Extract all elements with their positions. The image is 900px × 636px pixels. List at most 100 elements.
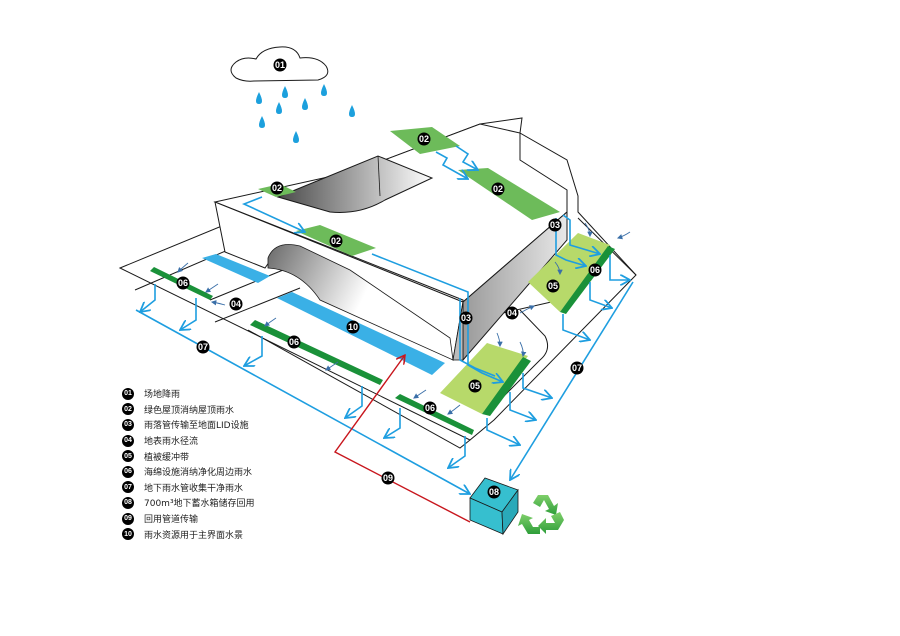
- driveway-curve: [489, 309, 549, 411]
- branch-pipe: [562, 314, 590, 340]
- runoff-arrow: [584, 222, 593, 238]
- svg-text:09: 09: [383, 473, 393, 483]
- svg-text:03: 03: [461, 313, 471, 323]
- downpipe: [562, 214, 600, 254]
- raindrop-icon: [256, 92, 262, 104]
- badge-08: 08: [487, 485, 501, 499]
- courtyard: [276, 155, 434, 213]
- badge-02: 02: [329, 234, 343, 248]
- legend-number: 06: [122, 465, 134, 478]
- legend-item: 09 回用管道传输: [122, 511, 255, 527]
- badge-05: 05: [546, 279, 560, 293]
- svg-text:08: 08: [489, 487, 499, 497]
- runoff-arrow: [554, 261, 563, 276]
- badge-06: 06: [423, 401, 437, 415]
- runoff-arrow: [264, 317, 277, 327]
- roof-transfer-pipe: [455, 145, 478, 170]
- main-collector: [135, 309, 470, 494]
- legend-number: 01: [122, 387, 134, 400]
- sponge-strip: [250, 320, 383, 385]
- legend-label: 地表雨水径流: [144, 437, 199, 448]
- branch-pipe: [486, 418, 520, 445]
- badge-02: 02: [270, 181, 284, 195]
- badge-06: 06: [287, 335, 301, 349]
- svg-text:02: 02: [272, 183, 282, 193]
- badge-10: 10: [346, 320, 360, 334]
- downpipe: [555, 218, 586, 266]
- reuse-pipe: [333, 355, 471, 523]
- badge-09: 09: [381, 471, 395, 485]
- raindrops: [256, 84, 355, 143]
- svg-text:02: 02: [419, 134, 429, 144]
- collector-pipes: [135, 145, 634, 494]
- raindrop-icon: [282, 86, 288, 98]
- svg-text:01: 01: [275, 60, 285, 70]
- legend-number: 08: [122, 496, 134, 509]
- svg-text:04: 04: [231, 299, 241, 309]
- raindrop-icon: [259, 116, 265, 128]
- legend-number: 03: [122, 418, 134, 431]
- runoff-arrow: [616, 231, 631, 240]
- sponge-strip: [560, 246, 615, 314]
- legend-number: 10: [122, 528, 134, 541]
- badge-07: 07: [196, 340, 210, 354]
- branch-pipe: [180, 298, 197, 330]
- runoff-arrow: [447, 404, 461, 415]
- walkway-edge: [214, 287, 301, 323]
- raindrop-icon: [302, 98, 308, 110]
- svg-text:06: 06: [590, 265, 600, 275]
- legend-label: 场地降雨: [144, 390, 181, 401]
- svg-text:02: 02: [493, 184, 503, 194]
- badges: 01 02 02 02 02 03 03 04 04 05 05 06 06 0…: [176, 58, 602, 499]
- branch-pipe: [244, 336, 263, 366]
- svg-text:05: 05: [548, 281, 558, 291]
- badge-04: 04: [505, 306, 519, 320]
- legend-label: 植被缓冲带: [144, 452, 190, 463]
- badge-03: 03: [459, 311, 473, 325]
- branch-pipe: [589, 282, 612, 308]
- east-collector: [510, 281, 634, 480]
- downpipe: [459, 298, 496, 377]
- branch-pipe: [509, 392, 536, 420]
- svg-text:02: 02: [331, 236, 341, 246]
- roof-transfer-pipe: [435, 151, 468, 179]
- water-feature-small: [202, 254, 270, 283]
- roof-transfer-pipe: [241, 196, 305, 232]
- legend-item: 03 雨落管传输至地面LID设施: [122, 417, 255, 433]
- runoff-arrow: [519, 305, 535, 314]
- sponge-strip: [395, 394, 474, 435]
- legend-label: 雨水资源用于主界面水景: [144, 530, 244, 541]
- raindrop-icon: [321, 84, 327, 96]
- legend-label: 回用管道传输: [144, 515, 199, 526]
- legend-number: 09: [122, 512, 134, 525]
- runoff-arrow: [177, 262, 189, 273]
- courtyard-edge: [377, 155, 381, 197]
- raindrop-icon: [276, 102, 282, 114]
- plaza-edge: [247, 329, 471, 449]
- branch-pipe: [140, 284, 156, 312]
- runoff-arrow: [496, 332, 503, 348]
- legend-label: 雨落管传输至地面LID设施: [144, 421, 249, 432]
- branch-pipe: [609, 255, 630, 280]
- svg-text:07: 07: [198, 342, 208, 352]
- branch-pipe: [522, 373, 552, 398]
- svg-text:10: 10: [348, 322, 358, 332]
- walkway-edge: [209, 267, 289, 301]
- legend-label: 绿色屋顶消纳屋顶雨水: [144, 405, 235, 416]
- runoff-arrow: [519, 341, 527, 358]
- runoff-arrow: [210, 300, 226, 306]
- runoff-arrows: [177, 222, 631, 415]
- raindrop-icon: [293, 131, 299, 143]
- badge-02: 02: [417, 132, 431, 146]
- branch-pipe: [384, 408, 401, 438]
- badge-02: 02: [491, 182, 505, 196]
- legend-item: 01 场地降雨: [122, 386, 255, 402]
